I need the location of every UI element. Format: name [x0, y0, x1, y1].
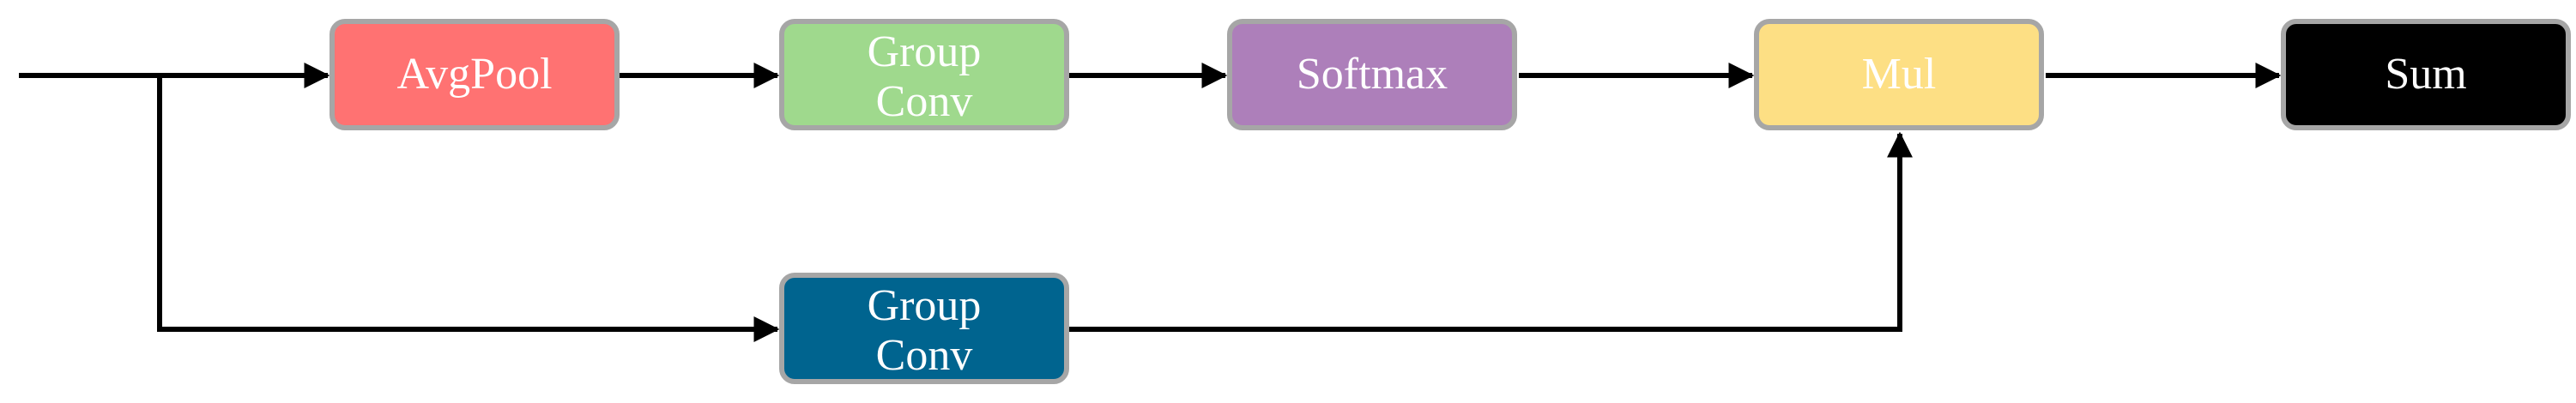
softmax-node: Softmax	[1227, 19, 1517, 130]
avgpool-node: AvgPool	[330, 19, 620, 130]
group-conv-top-label-line2: Conv	[875, 77, 973, 126]
mul-node: Mul	[1754, 19, 2044, 130]
softmax-label: Softmax	[1296, 49, 1448, 99]
sum-label: Sum	[2385, 49, 2467, 99]
group-conv-bottom-label-line1: Group	[867, 280, 982, 330]
edge-input-to-group-conv-bottom	[157, 75, 780, 342]
group-conv-bottom-node: Group Conv	[779, 273, 1069, 384]
group-conv-top-label-line1: Group	[867, 27, 982, 76]
mul-label: Mul	[1861, 49, 1937, 99]
group-conv-top-node: Group Conv	[779, 19, 1069, 130]
edge-group-conv-bottom-to-mul	[1069, 131, 1913, 332]
avgpool-label: AvgPool	[396, 49, 553, 99]
sum-node: Sum	[2281, 19, 2571, 130]
group-conv-bottom-label-line2: Conv	[875, 331, 973, 380]
